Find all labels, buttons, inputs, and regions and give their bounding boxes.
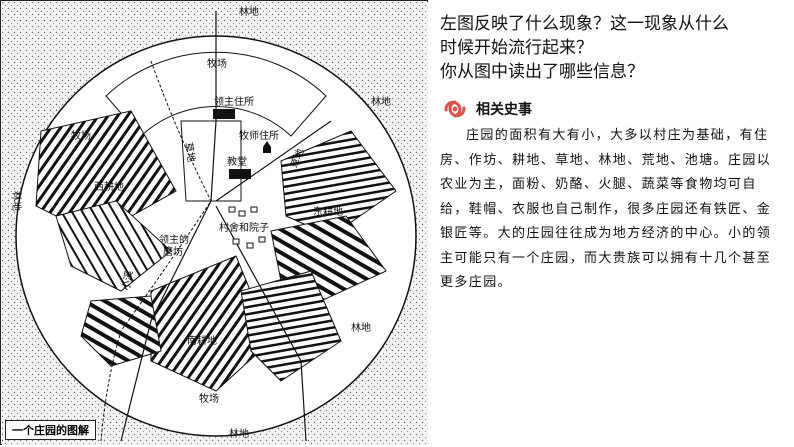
label-west-field: 西耕地 (94, 180, 124, 193)
road-northeast (215, 120, 332, 202)
field-parcel-west-lower (55, 200, 172, 292)
manor-map-figure: 林地 牧场 领主住所 牧师住所 教堂 林地 牧场 草地 草地 西耕地 林地 东耕… (0, 0, 428, 445)
label-south-field: 南耕地 (187, 334, 217, 347)
swirl-icon (441, 95, 469, 123)
label-forest-bottom-right: 林地 (351, 321, 371, 334)
label-village: 村舍和院子 (219, 221, 269, 234)
section-title: 相关史事 (476, 102, 532, 118)
question-block: 左图反映了什么现象？这一现象从什么 时候开始流行起来？ 你从图中读出了哪些信息？ (440, 12, 790, 84)
question-line-2: 时候开始流行起来？ (440, 38, 593, 58)
village-houses (228, 206, 266, 249)
label-priest-house: 牧师住所 (239, 129, 279, 142)
field-parcel-west-upper (35, 110, 177, 237)
section-header: 相关史事 (440, 94, 532, 124)
question-line-1: 左图反映了什么现象？这一现象从什么 (440, 14, 729, 34)
meadow-center (180, 120, 242, 202)
label-forest-left: 林地 (10, 191, 23, 211)
manor-map-drawing: 林地 牧场 领主住所 牧师住所 教堂 林地 牧场 草地 草地 西耕地 林地 东耕… (2, 2, 428, 445)
field-parcel-south-right (240, 270, 342, 382)
lord-house-building (213, 109, 235, 119)
map-caption: 一个庄园的图解 (5, 420, 96, 440)
label-lord-mill-1: 领主的 (159, 233, 189, 246)
label-stream: 小溪 (120, 270, 135, 292)
road-south (215, 205, 307, 442)
label-lord-mill-2: 磨坊 (163, 245, 183, 258)
label-pasture-top: 牧场 (207, 57, 227, 70)
label-meadow-left: 草地 (182, 141, 198, 163)
label-forest-right: 林地 (371, 95, 391, 108)
label-east-field: 东耕地 (313, 205, 343, 218)
label-forest-bottom: 林地 (229, 427, 249, 440)
label-forest-top: 林地 (239, 5, 259, 18)
label-pasture-bottom: 牧场 (199, 392, 219, 405)
label-lord-house: 领主住所 (214, 95, 254, 108)
church-building (229, 169, 251, 179)
section-body: 庄园的面积有大有小，大多以村庄为基础，有住房、作坊、耕地、草地、林地、荒地、池塘… (440, 128, 772, 290)
label-pasture-left: 牧场 (71, 129, 91, 142)
question-line-3: 你从图中读出了哪些信息？ (440, 62, 644, 82)
field-parcel-east-upper (280, 130, 397, 237)
priest-house-building (263, 141, 271, 153)
label-church: 教堂 (227, 155, 247, 168)
stream-line (100, 60, 212, 442)
